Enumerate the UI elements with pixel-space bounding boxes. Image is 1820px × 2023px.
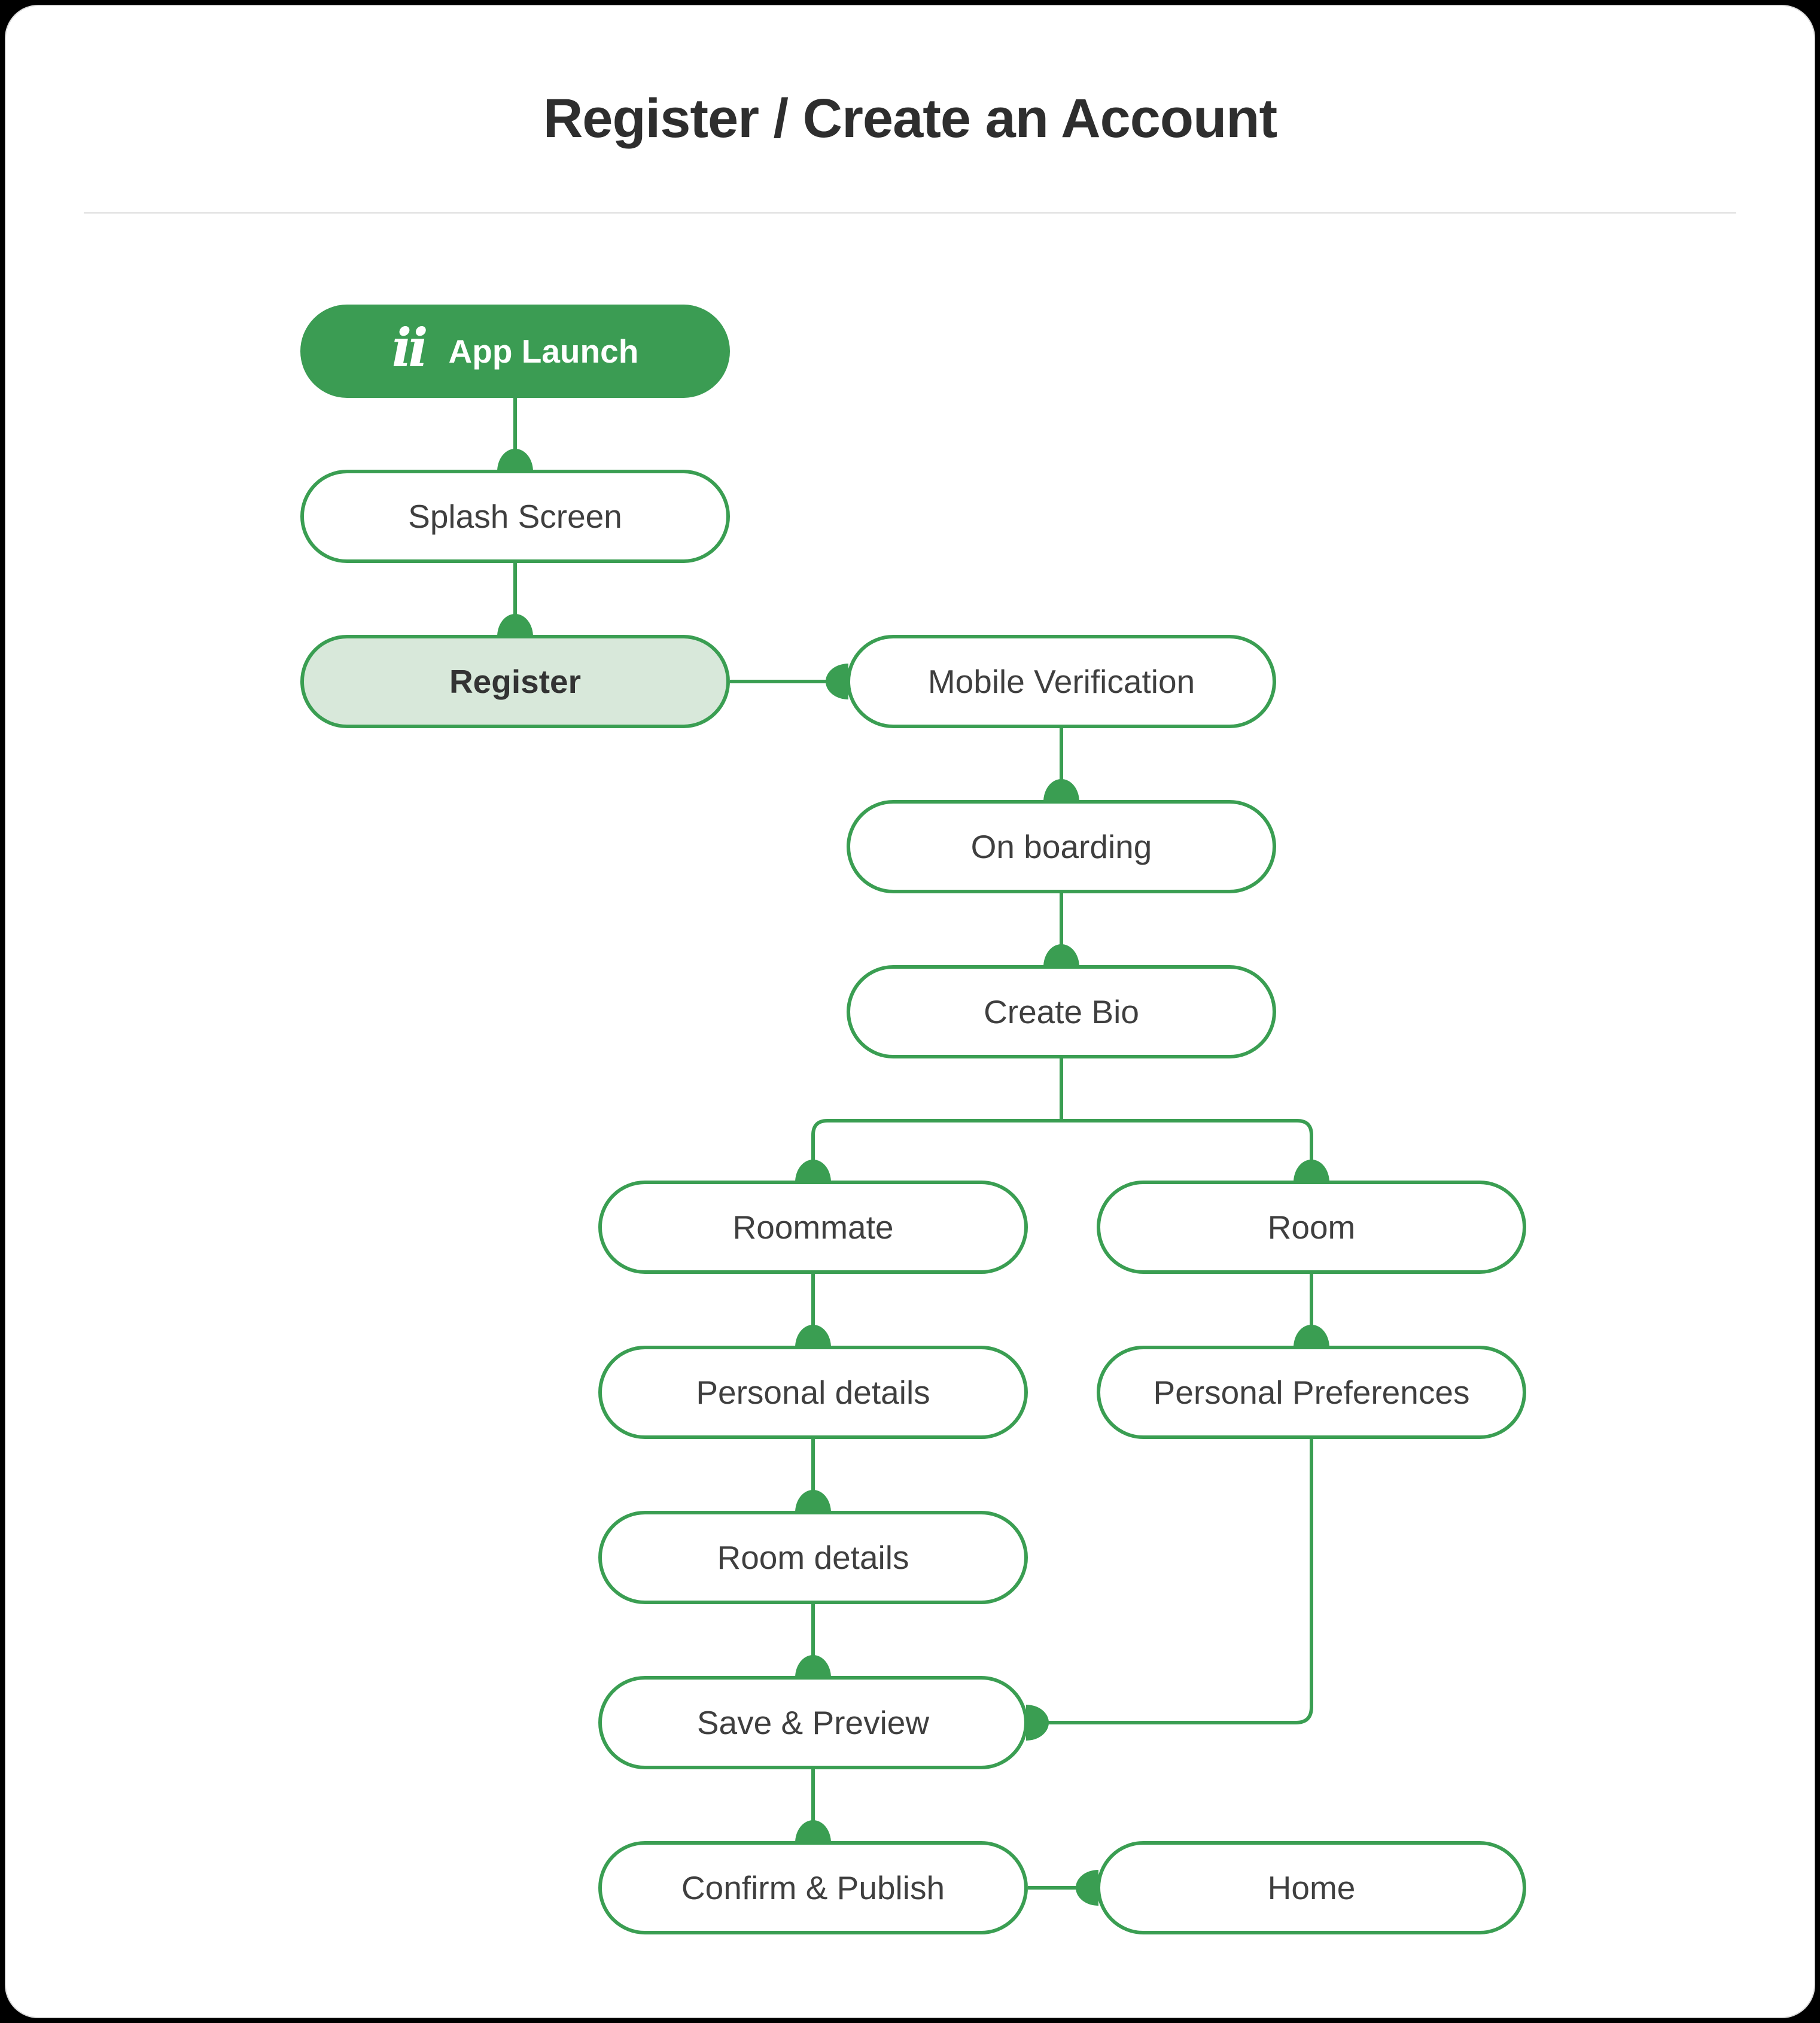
node-label: Home (1267, 1869, 1356, 1906)
node-label: Splash Screen (408, 498, 622, 535)
node-label: Save & Preview (696, 1704, 930, 1741)
node-room-details: Room details (598, 1511, 1028, 1604)
node-label: Register (449, 663, 582, 700)
node-personal-preferences: Personal Preferences (1097, 1346, 1526, 1439)
dome-onboarding-top (1043, 779, 1079, 802)
node-label: On boarding (970, 828, 1152, 865)
dome-savepreview-right (1026, 1705, 1049, 1741)
node-label: Room details (717, 1539, 909, 1576)
node-label: Personal details (696, 1374, 930, 1411)
dome-personalpreferences-top (1294, 1325, 1329, 1347)
node-room: Room (1097, 1181, 1526, 1274)
node-label: Roommate (732, 1209, 894, 1246)
edge-personalpreferences-savepreview (1028, 1439, 1313, 1724)
node-label: App Launch (448, 333, 639, 370)
page-title: Register / Create an Account (543, 88, 1277, 149)
edge-split-roommate-room (811, 1119, 1313, 1181)
node-register: Register (300, 635, 730, 728)
dome-register-top (497, 614, 533, 637)
node-label: Room (1267, 1209, 1356, 1246)
node-roommate: Roommate (598, 1181, 1028, 1274)
connector-lines (513, 398, 1313, 1890)
node-label: Confirm & Publish (681, 1869, 945, 1906)
dome-createbio-top (1043, 944, 1079, 967)
node-create-bio: Create Bio (847, 965, 1276, 1058)
dome-personaldetails-top (795, 1325, 831, 1347)
dome-confirmpublish-top (795, 1820, 831, 1843)
node-label: Mobile Verification (927, 663, 1195, 700)
dome-roommate-top (795, 1160, 831, 1182)
node-save-preview: Save & Preview (598, 1676, 1028, 1769)
dome-roomdetails-top (795, 1490, 831, 1513)
node-home: Home (1097, 1841, 1526, 1934)
node-label: Personal Preferences (1153, 1374, 1470, 1411)
dome-home-left (1076, 1870, 1098, 1906)
node-label: Create Bio (984, 993, 1139, 1030)
dome-splash-top (497, 449, 533, 471)
node-splash-screen: Splash Screen (300, 470, 730, 563)
node-personal-details: Personal details (598, 1346, 1028, 1439)
app-logo-icon: ii (391, 317, 428, 379)
dome-mobileverification-left (826, 664, 848, 699)
node-on-boarding: On boarding (847, 800, 1276, 893)
node-confirm-publish: Confirm & Publish (598, 1841, 1028, 1934)
dome-savepreview-top (795, 1655, 831, 1678)
node-mobile-verification: Mobile Verification (847, 635, 1276, 728)
dome-room-top (1294, 1160, 1329, 1182)
title-divider (84, 212, 1736, 214)
node-app-launch: ii App Launch (300, 305, 730, 398)
